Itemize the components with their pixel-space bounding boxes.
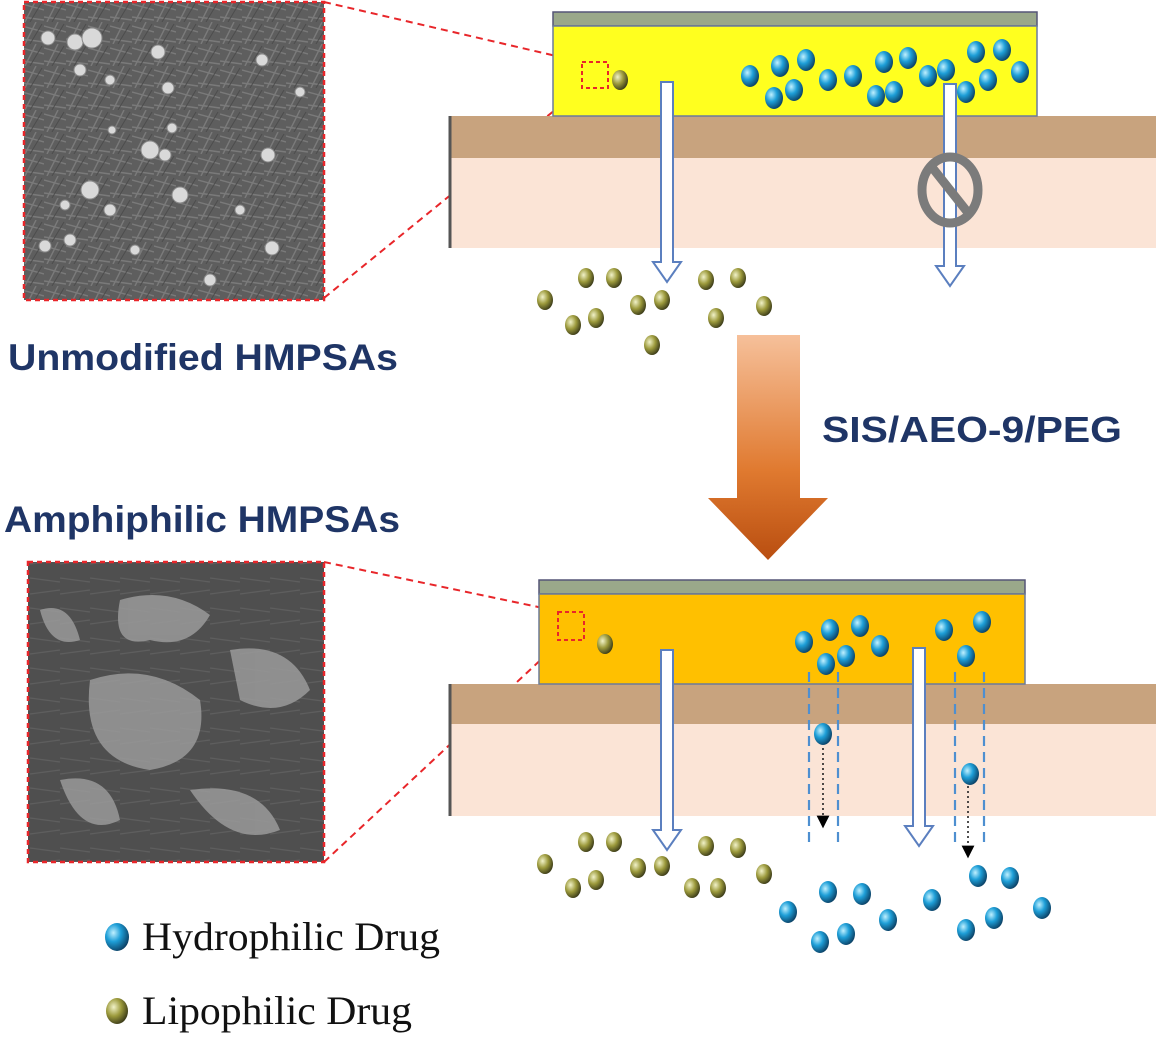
hydrophilic-drug-particle	[923, 889, 941, 911]
process-arrow	[708, 335, 828, 560]
lipophilic-drug-particle	[597, 634, 613, 654]
drug-particles-top	[537, 39, 1029, 355]
hydrophilic-drug-particle	[919, 65, 937, 87]
hydrophilic-drug-icon	[105, 923, 129, 951]
lipophilic-drug-particle	[630, 295, 646, 315]
lipophilic-drug-particle	[698, 836, 714, 856]
hydrophilic-drug-particle	[969, 865, 987, 887]
hydrophilic-drug-particle	[837, 645, 855, 667]
skin-layer-bottom	[448, 684, 1156, 816]
label-unmodified-hmpsas: Unmodified HMPSAs	[8, 337, 398, 378]
hydrophilic-drug-particle	[979, 69, 997, 91]
legend-lipophilic: Lipophilic Drug	[106, 988, 412, 1033]
lipophilic-drug-particle	[537, 290, 553, 310]
hydrophilic-drug-particle	[817, 653, 835, 675]
hydrophilic-drug-particle	[811, 931, 829, 953]
hydrophilic-drug-particle	[771, 55, 789, 77]
lipophilic-drug-particle	[578, 268, 594, 288]
lipophilic-drug-particle	[710, 878, 726, 898]
lipophilic-drug-particle	[698, 270, 714, 290]
hydrophilic-drug-particle	[765, 87, 783, 109]
lipophilic-drug-particle	[756, 296, 772, 316]
hydrophilic-channels	[807, 672, 986, 846]
lipophilic-drug-particle	[606, 832, 622, 852]
hydrophilic-drug-particle	[867, 85, 885, 107]
drug-particles-bottom	[537, 611, 1051, 953]
hydrophilic-drug-particle	[957, 919, 975, 941]
hydrophilic-drug-particle	[741, 65, 759, 87]
legend-hydrophilic: Hydrophilic Drug	[105, 914, 440, 959]
lipophilic-drug-particle	[644, 335, 660, 355]
hydrophilic-drug-particle	[853, 883, 871, 905]
flux-arrow-lipophilic-bottom-2	[903, 647, 935, 848]
skin-layer-top	[448, 116, 1156, 248]
lipophilic-drug-particle	[565, 315, 581, 335]
lipophilic-drug-particle	[756, 864, 772, 884]
legend-lipophilic-label: Lipophilic Drug	[142, 988, 412, 1033]
hydrophilic-drug-particle	[785, 79, 803, 101]
hydrophilic-drug-particle	[957, 81, 975, 103]
legend: Hydrophilic Drug Lipophilic Drug	[105, 914, 440, 1033]
hydrophilic-drug-particle	[899, 47, 917, 69]
lipophilic-drug-particle	[578, 832, 594, 852]
hydrophilic-drug-particle	[844, 65, 862, 87]
hydrophilic-drug-particle	[851, 615, 869, 637]
hydrophilic-drug-particle	[961, 763, 979, 785]
hydrophilic-drug-particle	[1033, 897, 1051, 919]
label-modification: SIS/AEO-9/PEG	[822, 409, 1122, 450]
hydrophilic-drug-particle	[935, 619, 953, 641]
hydrophilic-drug-particle	[819, 69, 837, 91]
hydrophilic-drug-particle	[957, 645, 975, 667]
hydrophilic-drug-particle	[821, 619, 839, 641]
hydrophilic-drug-particle	[1001, 867, 1019, 889]
hydrophilic-drug-particle	[937, 59, 955, 81]
lipophilic-drug-particle	[654, 290, 670, 310]
hydrophilic-drug-particle	[795, 631, 813, 653]
hydrophilic-drug-particle	[973, 611, 991, 633]
hydrophilic-drug-particle	[837, 923, 855, 945]
lipophilic-drug-particle	[708, 308, 724, 328]
blocked-sign-icon	[917, 152, 983, 228]
lipophilic-drug-particle	[588, 308, 604, 328]
flux-arrow-lipophilic-top	[651, 81, 683, 284]
lipophilic-drug-particle	[654, 856, 670, 876]
hydrophilic-drug-particle	[819, 881, 837, 903]
lipophilic-drug-particle	[606, 268, 622, 288]
hydrophilic-drug-particle	[993, 39, 1011, 61]
lipophilic-drug-particle	[684, 878, 700, 898]
label-amphiphilic-hmpsas: Amphiphilic HMPSAs	[4, 499, 400, 540]
lipophilic-drug-icon	[106, 998, 128, 1024]
hydrophilic-drug-particle	[985, 907, 1003, 929]
lipophilic-drug-particle	[730, 838, 746, 858]
hydrophilic-drug-particle	[967, 41, 985, 63]
lipophilic-drug-particle	[588, 870, 604, 890]
hydrophilic-drug-particle	[779, 901, 797, 923]
lipophilic-drug-particle	[612, 70, 628, 90]
sem-image-amphiphilic	[26, 560, 326, 864]
lipophilic-drug-particle	[537, 854, 553, 874]
legend-hydrophilic-label: Hydrophilic Drug	[142, 914, 440, 959]
leader-lines-bottom	[323, 561, 563, 863]
lipophilic-drug-particle	[630, 858, 646, 878]
hydrophilic-drug-particle	[1011, 61, 1029, 83]
hydrophilic-drug-particle	[875, 51, 893, 73]
flux-arrow-lipophilic-bottom	[651, 649, 683, 852]
hydrophilic-drug-particle	[797, 49, 815, 71]
hydrophilic-drug-particle	[885, 81, 903, 103]
hydrophilic-flux-arrows	[816, 748, 975, 859]
lipophilic-drug-particle	[730, 268, 746, 288]
hydrophilic-drug-particle	[814, 723, 832, 745]
hydrophilic-drug-particle	[879, 909, 897, 931]
sem-image-unmodified	[22, 0, 326, 302]
hydrophilic-drug-particle	[871, 635, 889, 657]
lipophilic-drug-particle	[565, 878, 581, 898]
